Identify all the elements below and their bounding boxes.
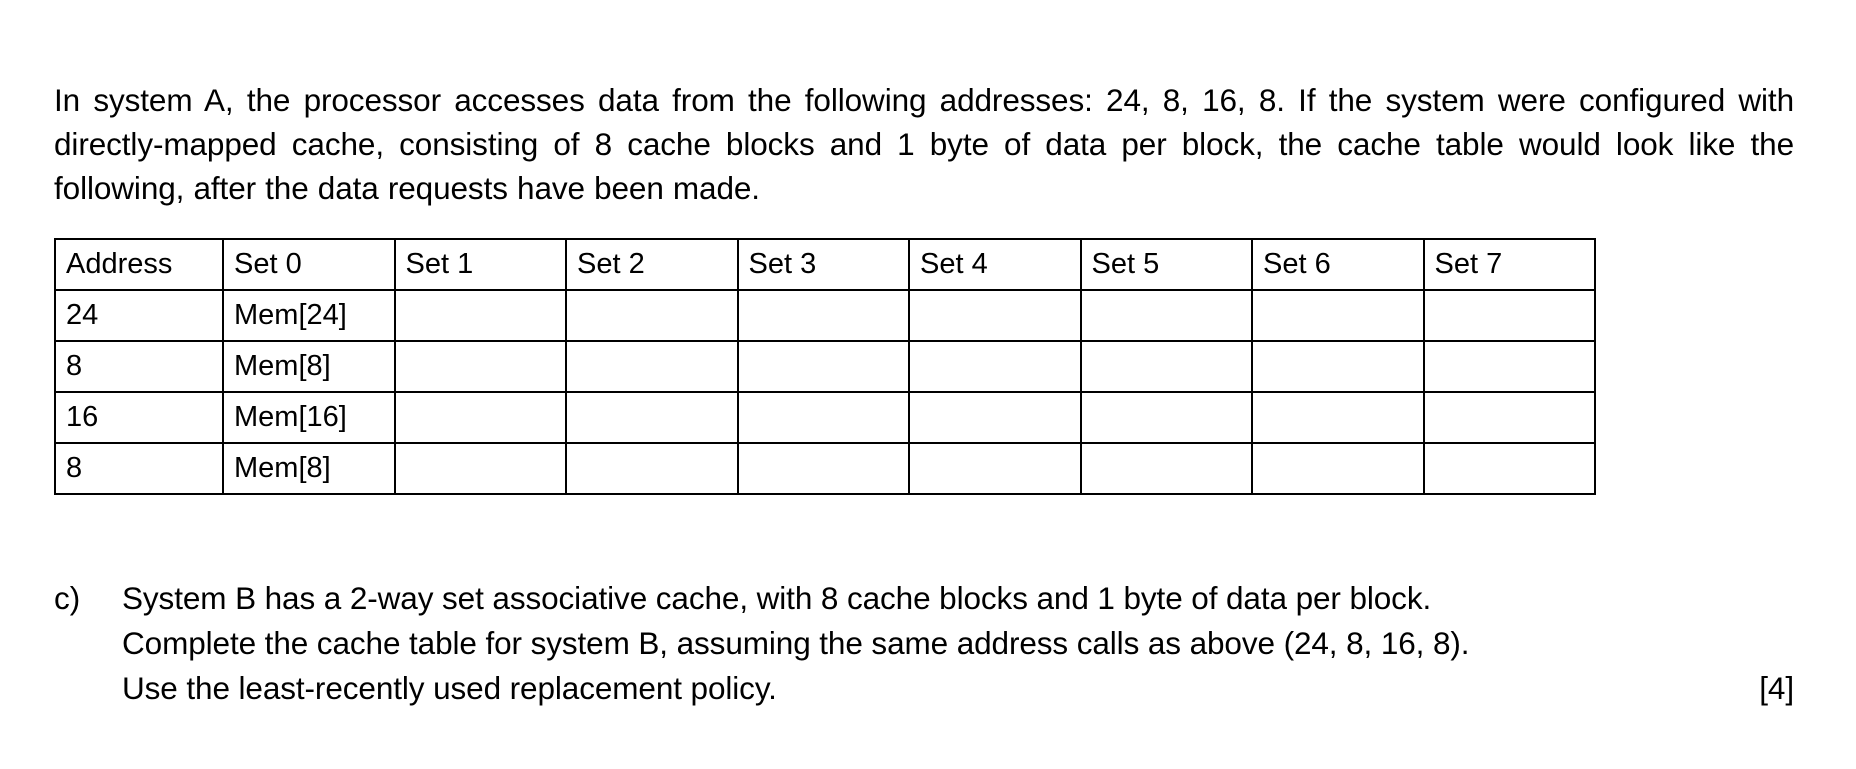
cell-set-5[interactable] — [1079, 391, 1253, 444]
table-header-row: Address Set 0 Set 1 Set 2 Set 3 Set 4 Se… — [54, 238, 1596, 291]
cell-set-2[interactable] — [565, 340, 739, 393]
intro-paragraph-text: In system A, the processor accesses data… — [54, 81, 1794, 206]
cell-set-5[interactable] — [1079, 289, 1253, 342]
cell-set-4[interactable] — [908, 340, 1082, 393]
table-row: 8 Mem[8] — [54, 340, 1596, 393]
table-row: 8 Mem[8] — [54, 442, 1596, 495]
column-header-set-7: Set 7 — [1422, 238, 1596, 291]
cell-set-4[interactable] — [908, 442, 1082, 495]
cell-set-1[interactable] — [393, 442, 567, 495]
cell-set-6[interactable] — [1251, 442, 1425, 495]
column-header-set-2: Set 2 — [565, 238, 739, 291]
table-row: 16 Mem[16] — [54, 391, 1596, 444]
cell-set-6[interactable] — [1251, 391, 1425, 444]
cell-set-0[interactable]: Mem[8] — [222, 442, 396, 495]
cell-set-7[interactable] — [1422, 442, 1596, 495]
intro-paragraph: In system A, the processor accesses data… — [54, 78, 1794, 210]
cell-set-1[interactable] — [393, 340, 567, 393]
cell-set-0[interactable]: Mem[8] — [222, 340, 396, 393]
cell-set-4[interactable] — [908, 391, 1082, 444]
cell-address: 8 — [54, 442, 224, 495]
cell-set-5[interactable] — [1079, 340, 1253, 393]
cell-set-2[interactable] — [565, 442, 739, 495]
cell-set-3[interactable] — [736, 289, 910, 342]
question-part-c: c) System B has a 2-way set associative … — [54, 576, 1794, 711]
cell-set-0[interactable]: Mem[24] — [222, 289, 396, 342]
cell-set-3[interactable] — [736, 442, 910, 495]
part-c-line-2: Complete the cache table for system B, a… — [122, 625, 1470, 661]
cell-set-7[interactable] — [1422, 289, 1596, 342]
table-row: 24 Mem[24] — [54, 289, 1596, 342]
cell-address: 24 — [54, 289, 224, 342]
cell-set-5[interactable] — [1079, 442, 1253, 495]
part-c-line-3-row: Use the least-recently used replacement … — [122, 666, 1794, 711]
column-header-set-0: Set 0 — [222, 238, 396, 291]
column-header-address: Address — [54, 238, 224, 291]
column-header-set-5: Set 5 — [1079, 238, 1253, 291]
cell-set-4[interactable] — [908, 289, 1082, 342]
cache-table-container: Address Set 0 Set 1 Set 2 Set 3 Set 4 Se… — [54, 238, 1596, 495]
part-c-body: System B has a 2-way set associative cac… — [122, 576, 1794, 711]
cell-set-1[interactable] — [393, 289, 567, 342]
column-header-set-1: Set 1 — [393, 238, 567, 291]
cell-set-1[interactable] — [393, 391, 567, 444]
part-c-marker: c) — [54, 580, 81, 616]
cell-set-7[interactable] — [1422, 340, 1596, 393]
cell-set-7[interactable] — [1422, 391, 1596, 444]
cell-set-6[interactable] — [1251, 289, 1425, 342]
marks-allocation: [4] — [1759, 670, 1794, 706]
cell-set-0[interactable]: Mem[16] — [222, 391, 396, 444]
column-header-set-3: Set 3 — [736, 238, 910, 291]
cell-set-3[interactable] — [736, 340, 910, 393]
cell-set-6[interactable] — [1251, 340, 1425, 393]
cell-set-2[interactable] — [565, 391, 739, 444]
column-header-set-4: Set 4 — [908, 238, 1082, 291]
cell-set-2[interactable] — [565, 289, 739, 342]
cell-address: 8 — [54, 340, 224, 393]
cell-set-3[interactable] — [736, 391, 910, 444]
part-c-line-3: Use the least-recently used replacement … — [122, 670, 777, 706]
cache-table: Address Set 0 Set 1 Set 2 Set 3 Set 4 Se… — [54, 238, 1596, 495]
part-c-line-1: System B has a 2-way set associative cac… — [122, 580, 1432, 616]
column-header-set-6: Set 6 — [1251, 238, 1425, 291]
cell-address: 16 — [54, 391, 224, 444]
